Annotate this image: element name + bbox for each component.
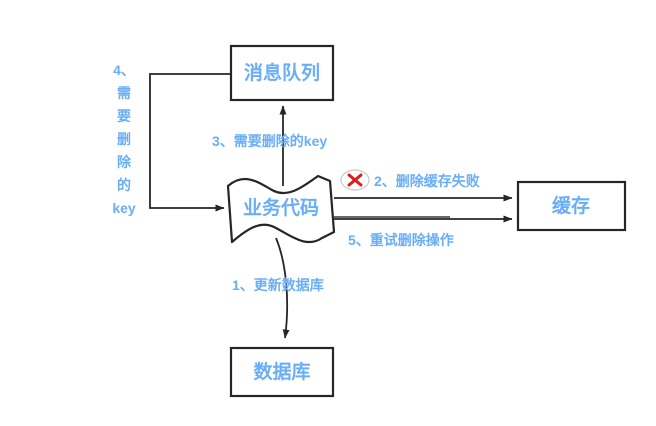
node-cache[interactable]: 缓存 <box>516 180 627 232</box>
edge-1-path <box>275 237 290 339</box>
node-message-queue[interactable]: 消息队列 <box>229 44 335 102</box>
edge-4-label-char-1: 需 <box>117 85 131 101</box>
edge-5-retry-delete <box>334 215 513 223</box>
node-database[interactable]: 数据库 <box>229 346 335 398</box>
edge-4-label-char-0: 4、 <box>113 62 135 78</box>
edge-2-label: 2、删除缓存失败 <box>374 173 481 189</box>
edge-4-label: 4、 需 要 删 除 的 key <box>112 62 136 216</box>
business-code-label: 业务代码 <box>243 196 319 219</box>
error-x-icon <box>340 169 370 191</box>
cache-box[interactable] <box>516 180 627 232</box>
database-label: 数据库 <box>253 360 310 383</box>
edge-3-label: 3、需要删除的key <box>212 133 327 149</box>
cache-label: 缓存 <box>552 194 590 217</box>
edge-4-label-char-5: 的 <box>117 177 131 193</box>
business-code-shape[interactable] <box>226 174 336 244</box>
database-box[interactable] <box>229 346 335 398</box>
edge-4-label-char-3: 删 <box>117 131 131 147</box>
edge-4-label-char-4: 除 <box>117 154 132 170</box>
edge-4-need-delete-key <box>149 73 231 212</box>
edge-1-update-database <box>275 237 290 339</box>
message-queue-box[interactable] <box>229 44 335 102</box>
node-business-code[interactable]: 业务代码 <box>226 174 336 244</box>
error-x-icon-stroke-2 <box>347 173 363 187</box>
edge-4-label-char-2: 要 <box>117 108 131 124</box>
edge-1-label: 1、更新数据库 <box>232 277 324 293</box>
message-queue-label: 消息队列 <box>244 61 320 84</box>
edge-4-label-char-6: key <box>112 200 136 216</box>
edge-5-label: 5、重试删除操作 <box>348 232 454 248</box>
edge-4-path <box>149 73 231 212</box>
